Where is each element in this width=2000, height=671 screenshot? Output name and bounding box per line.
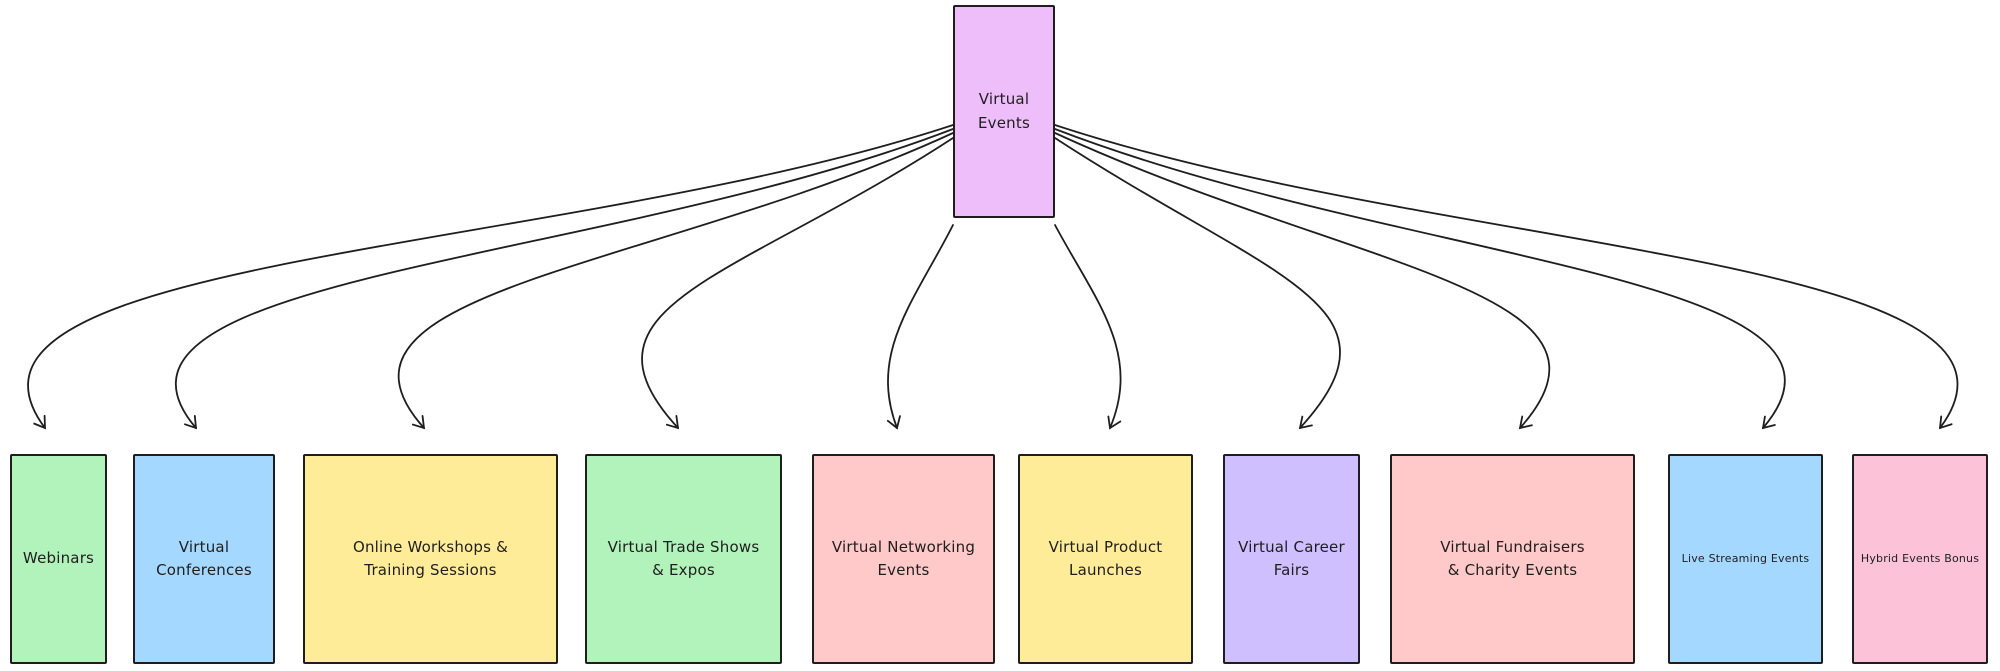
node-online-workshops[interactable]: Online Workshops & Training Sessions <box>303 454 558 664</box>
node-networking-events-label: Virtual Networking Events <box>831 537 976 579</box>
node-hybrid-events[interactable]: Hybrid Events Bonus <box>1852 454 1988 664</box>
node-virtual-conferences[interactable]: Virtual Conferences <box>133 454 275 664</box>
edge-virtual-events-to-networking-events <box>886 224 954 430</box>
node-product-launches[interactable]: Virtual Product Launches <box>1018 454 1193 664</box>
edge-virtual-events-to-fundraisers <box>1054 132 1551 430</box>
node-fundraisers[interactable]: Virtual Fundraisers & Charity Events <box>1390 454 1635 664</box>
node-fundraisers-label: Virtual Fundraisers & Charity Events <box>1440 537 1585 579</box>
node-virtual-conferences-label: Virtual Conferences <box>156 537 252 579</box>
node-hybrid-events-label: Hybrid Events Bonus <box>1860 552 1980 566</box>
edge-virtual-events-to-online-workshops <box>397 132 954 430</box>
node-career-fairs[interactable]: Virtual Career Fairs <box>1223 454 1360 664</box>
node-live-streaming-label: Live Streaming Events <box>1681 552 1810 566</box>
node-live-streaming[interactable]: Live Streaming Events <box>1668 454 1823 664</box>
node-online-workshops-label: Online Workshops & Training Sessions <box>352 537 509 579</box>
edge-virtual-events-to-trade-shows <box>641 137 954 430</box>
node-networking-events[interactable]: Virtual Networking Events <box>812 454 995 664</box>
edge-virtual-events-to-hybrid-events <box>1054 124 1959 430</box>
node-career-fairs-label: Virtual Career Fairs <box>1238 537 1345 579</box>
virtual-events-label: Virtual Events <box>978 90 1030 132</box>
edge-virtual-events-to-webinars <box>27 124 954 430</box>
edge-virtual-events-to-virtual-conferences <box>175 128 954 430</box>
edge-virtual-events-to-career-fairs <box>1054 137 1341 430</box>
node-webinars[interactable]: Webinars <box>10 454 107 664</box>
node-product-launches-label: Virtual Product Launches <box>1048 537 1163 579</box>
node-trade-shows[interactable]: Virtual Trade Shows & Expos <box>585 454 782 664</box>
edge-virtual-events-to-live-streaming <box>1054 128 1786 430</box>
node-webinars-label: Webinars <box>22 549 95 568</box>
virtual-events-node[interactable]: Virtual Events <box>953 5 1055 218</box>
node-trade-shows-label: Virtual Trade Shows & Expos <box>607 537 760 579</box>
edge-virtual-events-to-product-launches <box>1054 224 1122 430</box>
